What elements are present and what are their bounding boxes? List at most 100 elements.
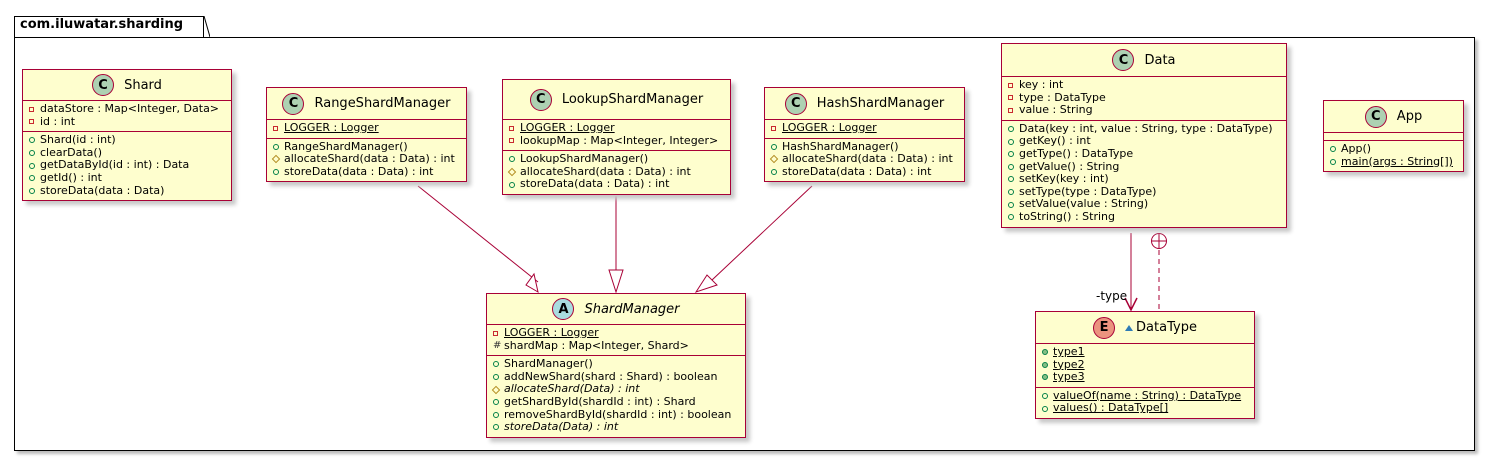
method-text: getType() : DataType (1019, 146, 1134, 160)
package-visibility-icon (1125, 325, 1134, 331)
field-text: LOGGER : Logger (504, 326, 599, 339)
class-icon: C (1112, 49, 1135, 71)
method-row: allocateShard(data : Data) : int (507, 165, 724, 179)
field-row: type3 (1042, 371, 1248, 384)
private-visibility-icon (1008, 82, 1019, 88)
method-text: storeData(data : Data) : int (284, 164, 434, 178)
package-tab-fold (198, 16, 210, 38)
public-visibility-icon (1330, 146, 1341, 153)
generalization-arrowhead (608, 269, 624, 294)
method-row: toString() : String (1008, 210, 1280, 224)
field-row: dataStore : Map<Integer, Data> (29, 102, 225, 116)
field-row: LOGGER : Logger (771, 121, 958, 135)
protected-visibility-icon (491, 385, 504, 394)
extends-edge-hash (711, 185, 813, 281)
class-name: Shard (124, 77, 162, 93)
field-row: type1 (1042, 345, 1248, 359)
class-icon: C (92, 74, 115, 96)
method-text: App() (1341, 142, 1372, 155)
methods-section: Shard(id : int)clearData()getDataById(id… (23, 132, 231, 200)
class-icon: C (784, 92, 807, 115)
public-visibility-icon (29, 150, 40, 157)
methods-section: HashShardManager()allocateShard(data : D… (765, 139, 964, 182)
public-visibility-icon (509, 156, 520, 163)
method-row: main(args : String[]) (1330, 155, 1457, 169)
private-visibility-icon (29, 106, 40, 112)
method-row: allocateShard(data : Data) : int (769, 152, 958, 166)
field-row: lookupMap : Map<Integer, Integer> (509, 133, 724, 148)
method-text: RangeShardManager() (284, 139, 408, 153)
protected-visibility-icon: # (493, 339, 502, 351)
class-icon: C (529, 88, 552, 111)
package-tab (14, 16, 204, 38)
method-row: getValue() : String (1008, 160, 1280, 174)
public-visibility-icon (493, 424, 504, 431)
field-row: LOGGER : Logger (273, 121, 460, 135)
method-row: getId() : int (29, 170, 225, 185)
private-visibility-icon (1008, 95, 1019, 101)
private-visibility-icon (29, 119, 40, 125)
method-row: values() : DataType[] (1042, 402, 1248, 415)
public-visibility-icon (493, 399, 504, 406)
public-visibility-icon (771, 143, 782, 150)
method-text: ShardManager() (504, 357, 593, 371)
field-row: type : DataType (1008, 91, 1280, 105)
class-name: LookupShardManager (561, 92, 704, 107)
field-text: lookupMap : Map<Integer, Integer> (520, 133, 719, 147)
public-visibility-icon (493, 411, 504, 418)
public-visibility-icon (1042, 393, 1053, 400)
protected-visibility-icon (271, 155, 284, 164)
public-visibility-icon (1008, 214, 1019, 221)
association-label: -type (1096, 289, 1128, 303)
public-static-visibility-icon (1042, 374, 1053, 381)
method-row: setKey(key : int) (1008, 173, 1280, 186)
method-text: getDataById(id : int) : Data (40, 158, 190, 172)
public-visibility-icon (29, 175, 40, 182)
method-row: HashShardManager() (771, 139, 958, 154)
class-header: C LookupShardManager (503, 80, 730, 120)
public-visibility-icon (771, 169, 782, 176)
method-text: removeShardById(shardId : int) : boolean (504, 407, 732, 421)
class-box-shard[interactable]: C Shard dataStore : Map<Integer, Data>id :… (22, 69, 232, 202)
method-text: setKey(key : int) (1019, 172, 1109, 186)
method-row: App() (1330, 142, 1457, 156)
field-text: value : String (1019, 103, 1093, 117)
method-text: allocateShard(data : Data) : int (782, 152, 953, 166)
private-visibility-icon (771, 125, 782, 131)
class-icon: C (282, 92, 305, 115)
method-text: storeData(Data) : int (504, 420, 619, 434)
fields-section: dataStore : Map<Integer, Data>id : int (23, 101, 231, 133)
method-text: storeData(data : Data) (40, 183, 165, 197)
method-row: allocateShard(Data) : int (491, 383, 739, 396)
field-text: type1 (1053, 345, 1085, 358)
public-visibility-icon (1008, 138, 1019, 145)
method-row: getShardById(shardId : int) : Shard (493, 394, 739, 409)
public-visibility-icon (1008, 163, 1019, 170)
private-visibility-icon (509, 125, 520, 131)
class-name: DataType (1125, 320, 1197, 335)
class-header: C Shard (23, 70, 231, 101)
class-name: App (1396, 109, 1423, 124)
method-row: clearData() (29, 146, 225, 160)
public-visibility-icon (1008, 189, 1019, 196)
public-visibility-icon (1008, 151, 1019, 158)
method-text: HashShardManager() (782, 139, 899, 153)
method-text: getId() : int (40, 170, 102, 184)
method-row: setType(type : DataType) (1008, 184, 1280, 199)
method-text: setType(type : DataType) (1019, 184, 1157, 198)
method-row: storeData(data : Data) (29, 183, 225, 198)
class-name: Data (1144, 52, 1176, 68)
method-text: getShardById(shardId : int) : Shard (504, 394, 696, 408)
association-arrowhead (1124, 297, 1138, 312)
